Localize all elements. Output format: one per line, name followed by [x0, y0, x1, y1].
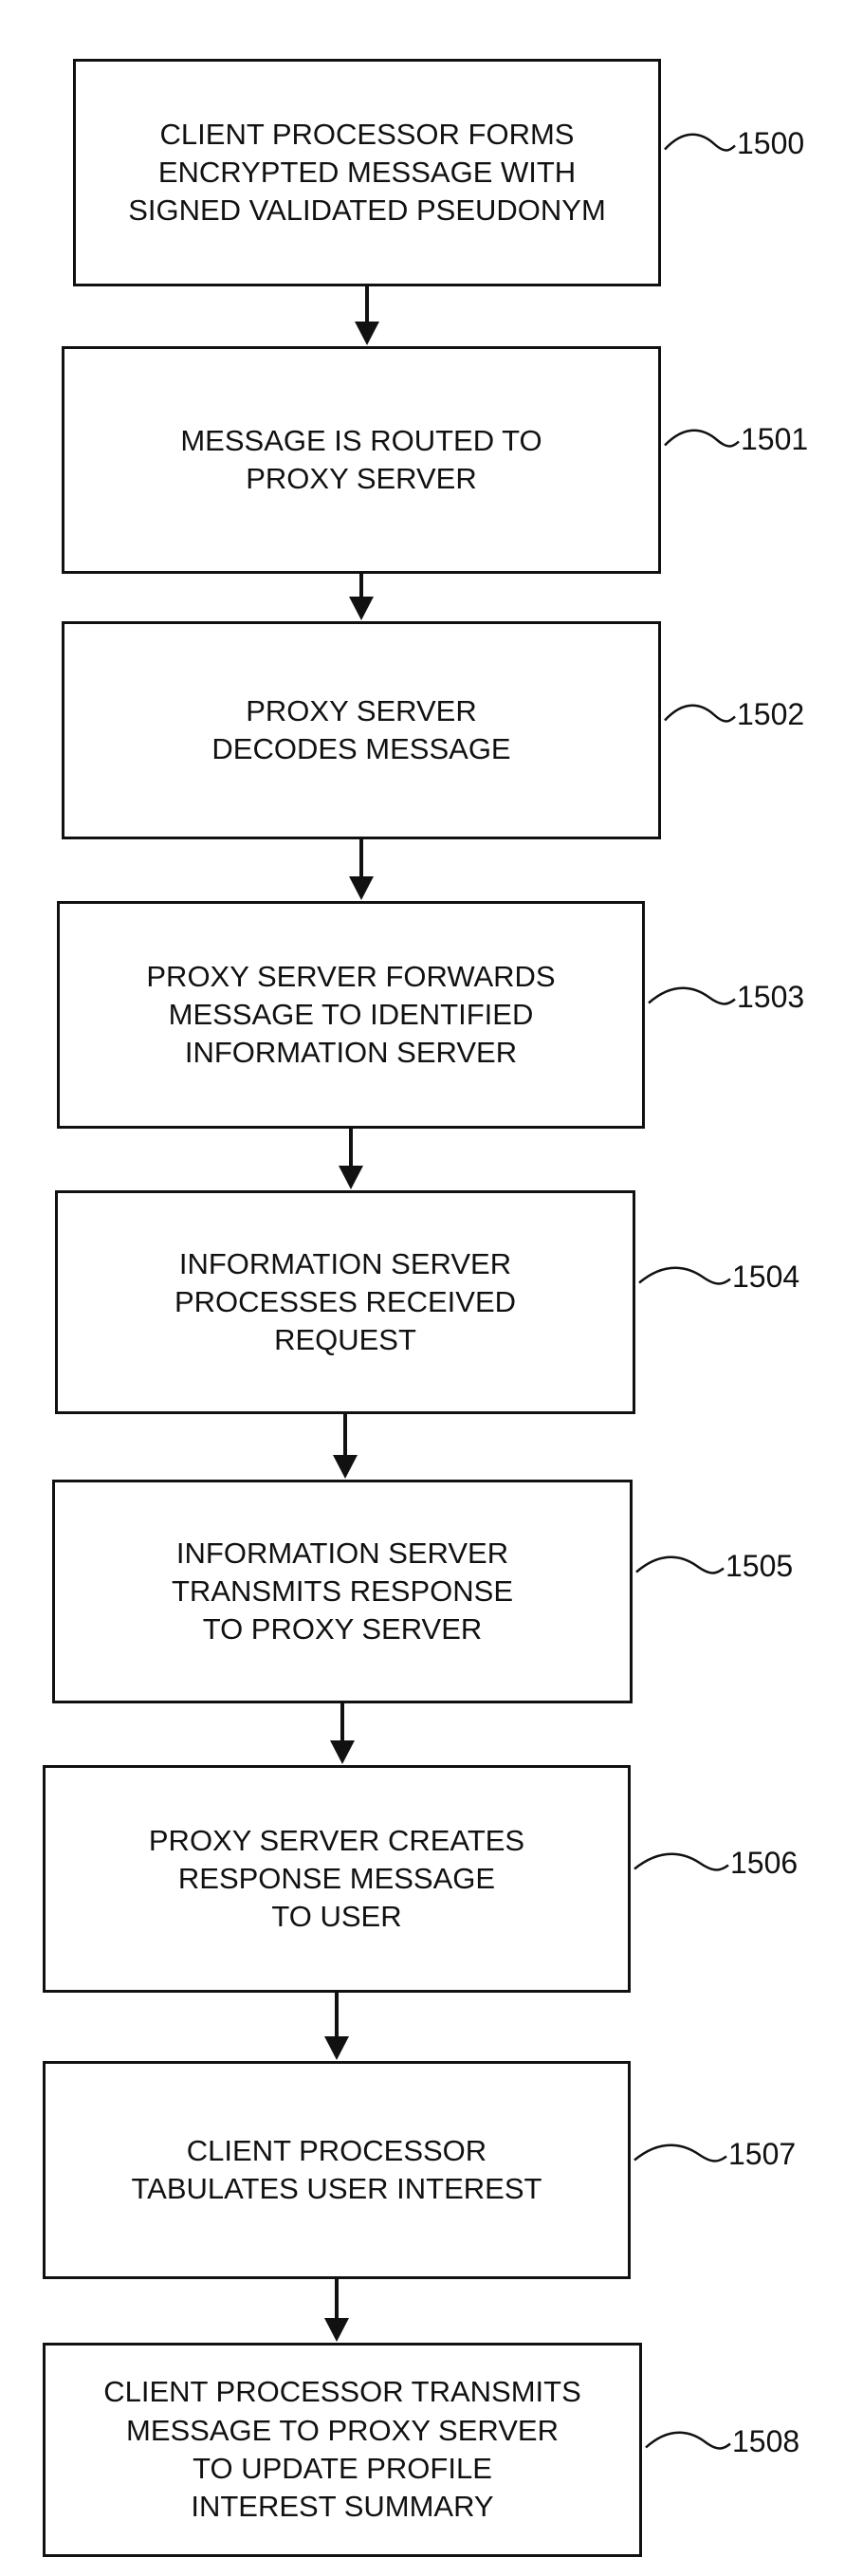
- step-ref-1507: 1507: [728, 2137, 797, 2171]
- leader-line-1506: [633, 1852, 729, 1871]
- leader-line-1504: [638, 1266, 731, 1285]
- step-box-1506: PROXY SERVER CREATES RESPONSE MESSAGE TO…: [43, 1765, 631, 1993]
- step-text-1504: INFORMATION SERVER PROCESSES RECEIVED RE…: [174, 1246, 517, 1357]
- step-box-1503: PROXY SERVER FORWARDS MESSAGE TO IDENTIF…: [57, 901, 645, 1129]
- step-box-1507: CLIENT PROCESSOR TABULATES USER INTEREST: [43, 2061, 631, 2279]
- flow-arrow-head: [349, 876, 374, 900]
- step-ref-1503: 1503: [737, 980, 805, 1014]
- step-text-1502: PROXY SERVER DECODES MESSAGE: [211, 693, 511, 765]
- step-ref-1504: 1504: [732, 1260, 800, 1294]
- step-ref-1506: 1506: [730, 1846, 799, 1880]
- flow-arrow-head: [339, 1166, 363, 1189]
- leader-line-1502: [664, 704, 736, 723]
- step-ref-1505: 1505: [725, 1549, 794, 1583]
- step-text-1500: CLIENT PROCESSOR FORMS ENCRYPTED MESSAGE…: [128, 117, 606, 228]
- step-text-1507: CLIENT PROCESSOR TABULATES USER INTEREST: [131, 2133, 542, 2205]
- flow-arrow-head: [324, 2036, 349, 2060]
- step-box-1502: PROXY SERVER DECODES MESSAGE: [62, 621, 661, 839]
- leader-line-1507: [633, 2144, 727, 2162]
- leader-line-1508: [645, 2431, 731, 2450]
- flow-arrow-head: [333, 1455, 358, 1479]
- leader-line-1501: [664, 429, 740, 448]
- step-ref-1500: 1500: [737, 126, 805, 160]
- step-box-1504: INFORMATION SERVER PROCESSES RECEIVED RE…: [55, 1190, 635, 1414]
- leader-line-1500: [664, 133, 736, 152]
- step-text-1506: PROXY SERVER CREATES RESPONSE MESSAGE TO…: [148, 1823, 525, 1934]
- step-ref-1502: 1502: [737, 697, 805, 731]
- flow-arrow-head: [355, 322, 379, 345]
- step-text-1501: MESSAGE IS ROUTED TO PROXY SERVER: [180, 423, 542, 495]
- step-text-1503: PROXY SERVER FORWARDS MESSAGE TO IDENTIF…: [146, 959, 556, 1070]
- step-ref-1501: 1501: [741, 422, 809, 456]
- step-box-1505: INFORMATION SERVER TRANSMITS RESPONSE TO…: [52, 1480, 633, 1703]
- step-text-1505: INFORMATION SERVER TRANSMITS RESPONSE TO…: [172, 1536, 513, 1647]
- step-box-1500: CLIENT PROCESSOR FORMS ENCRYPTED MESSAGE…: [73, 59, 661, 286]
- flow-arrow-head: [349, 597, 374, 620]
- leader-line-1503: [648, 986, 736, 1005]
- step-text-1508: CLIENT PROCESSOR TRANSMITS MESSAGE TO PR…: [103, 2375, 581, 2524]
- flow-arrow-head: [324, 2318, 349, 2342]
- step-box-1501: MESSAGE IS ROUTED TO PROXY SERVER: [62, 346, 661, 574]
- leader-line-1505: [635, 1555, 725, 1574]
- flow-arrow-head: [330, 1740, 355, 1764]
- step-box-1508: CLIENT PROCESSOR TRANSMITS MESSAGE TO PR…: [43, 2343, 642, 2557]
- step-ref-1508: 1508: [732, 2424, 800, 2458]
